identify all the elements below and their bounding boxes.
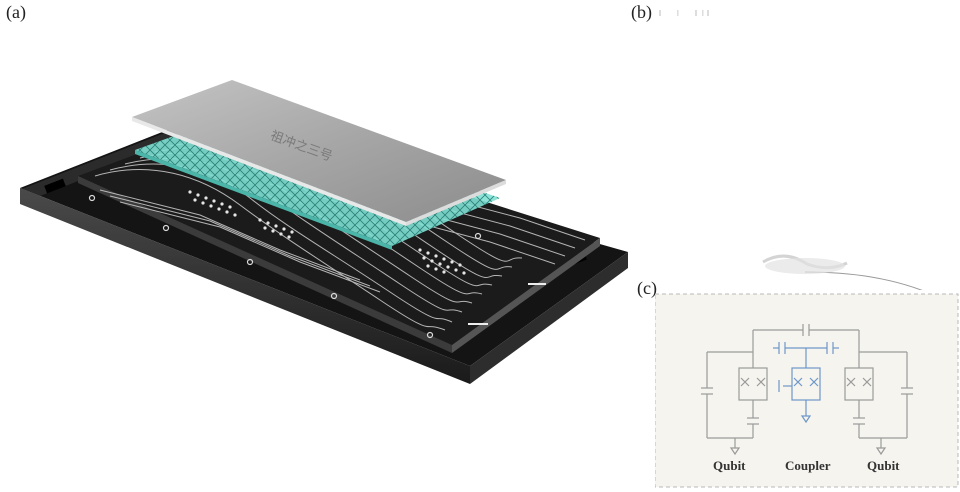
- photo-svg: [659, 10, 923, 290]
- coupler-circuit: [773, 342, 839, 424]
- circuit-schematic: [655, 293, 959, 488]
- panel-c-label: (c): [637, 278, 657, 298]
- qubit-coupler-network: [701, 324, 913, 456]
- chip-stack-svg: 祖冲之三号: [20, 80, 628, 384]
- chip-stack-illustration: (a): [6, 2, 628, 384]
- photo-panel: (b): [631, 0, 960, 290]
- left-qubit-label: Qubit: [713, 458, 746, 473]
- right-qubit-label: Qubit: [867, 458, 900, 473]
- panel-a-label: (a): [6, 2, 26, 22]
- circuit-panel: (c): [637, 278, 960, 492]
- coupler-label: Coupler: [785, 458, 831, 473]
- panel-b-label: (b): [631, 2, 652, 22]
- top-plate: [132, 80, 506, 226]
